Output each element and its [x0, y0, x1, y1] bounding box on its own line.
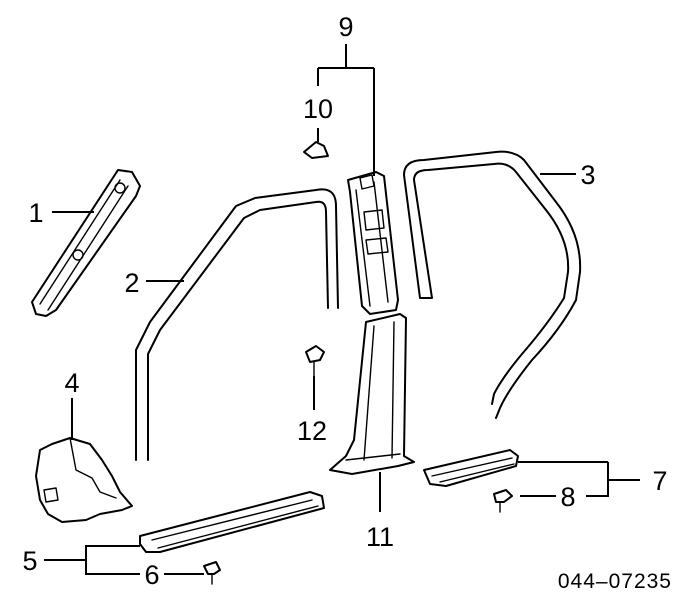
part-10-clip	[303, 141, 329, 159]
callout-12: 12	[297, 416, 327, 446]
leader-lines	[44, 44, 640, 575]
part-4-cowl-side-trim	[35, 437, 133, 523]
part-2-front-door-weatherstrip	[135, 188, 339, 461]
callout-11: 11	[366, 522, 394, 552]
callout-7: 7	[652, 466, 667, 496]
part-11-center-pillar-lower-garnish	[329, 313, 415, 475]
callout-10: 10	[303, 94, 333, 124]
part-code: 044–07235	[558, 570, 672, 593]
part-5-front-scuff-plate	[139, 491, 325, 553]
callout-5: 5	[22, 546, 37, 576]
callout-9: 9	[338, 12, 353, 42]
callout-8: 8	[560, 482, 575, 512]
callout-6: 6	[144, 560, 159, 590]
part-6-screw	[203, 561, 221, 585]
part-7-rear-scuff-plate	[423, 449, 519, 487]
callouts: 1 2 3 4 5 6 7 8 9 10 11 12	[22, 12, 667, 590]
part-8-screw	[493, 489, 513, 513]
part-1-front-pillar-garnish	[31, 169, 141, 317]
part-12-clip	[305, 345, 325, 377]
callout-1: 1	[28, 198, 43, 228]
part-3-rear-door-weatherstrip	[403, 150, 582, 419]
callout-4: 4	[64, 368, 79, 398]
callout-3: 3	[580, 160, 595, 190]
part-9-center-pillar-upper-garnish	[347, 171, 399, 315]
callout-2: 2	[124, 268, 139, 298]
